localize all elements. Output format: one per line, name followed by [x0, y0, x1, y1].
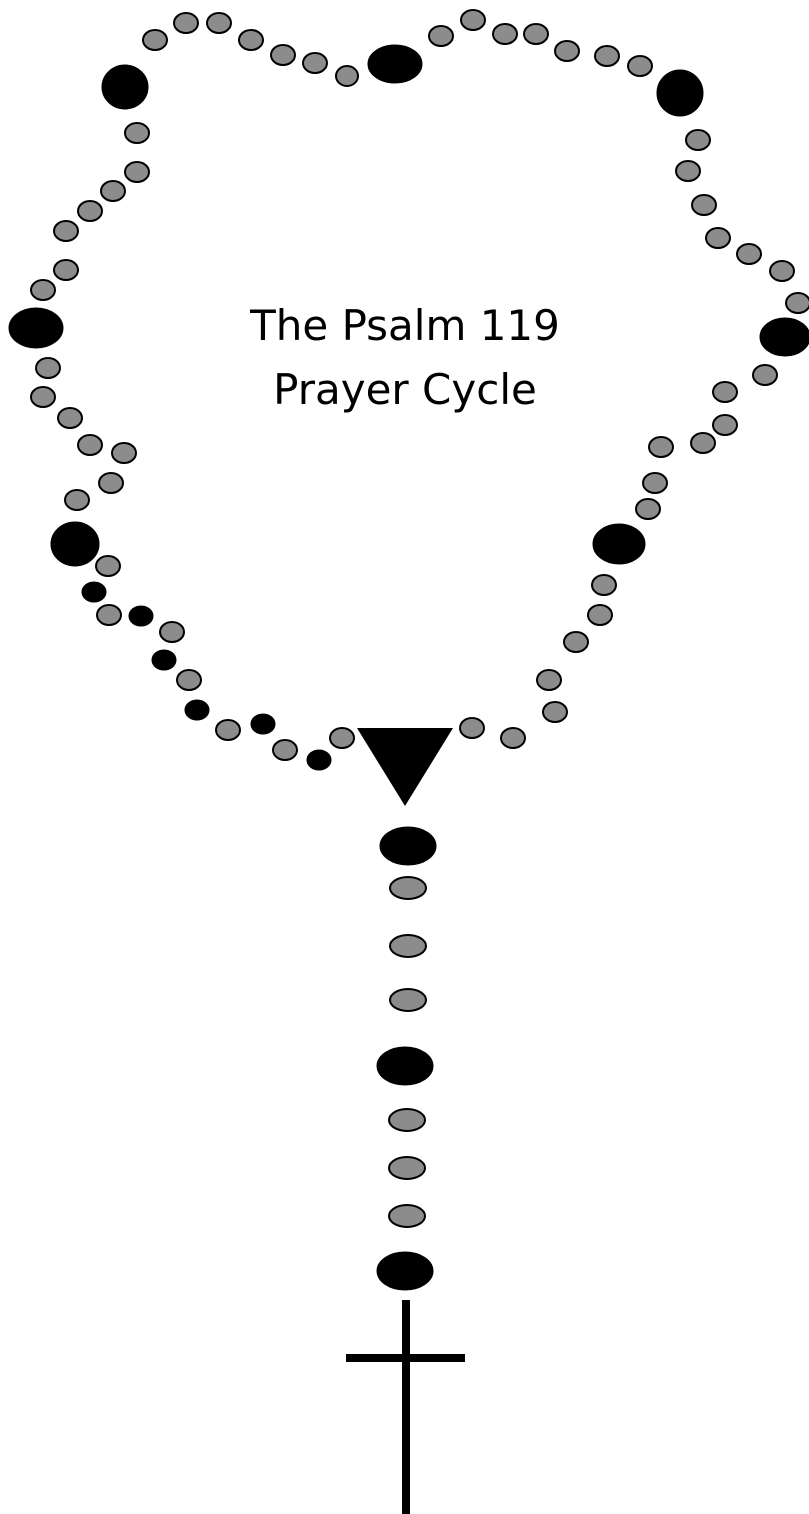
- loop-large-black-bead: [9, 308, 63, 348]
- diagram-title-line-2: Prayer Cycle: [273, 365, 537, 414]
- loop-gray-bead: [273, 740, 297, 760]
- loop-gray-bead: [564, 632, 588, 652]
- loop-gray-bead: [713, 382, 737, 402]
- loop-small-black-bead: [82, 582, 106, 602]
- loop-gray-bead: [65, 490, 89, 510]
- rosary-pendant: [377, 827, 436, 1290]
- loop-gray-bead: [595, 46, 619, 66]
- loop-gray-bead: [429, 26, 453, 46]
- loop-gray-bead: [636, 499, 660, 519]
- pendant-large-black-bead: [377, 1252, 433, 1290]
- loop-gray-bead: [524, 24, 548, 44]
- loop-gray-bead: [649, 437, 673, 457]
- loop-gray-bead: [31, 387, 55, 407]
- loop-gray-bead: [97, 605, 121, 625]
- loop-gray-bead: [537, 670, 561, 690]
- loop-gray-bead: [770, 261, 794, 281]
- loop-gray-bead: [501, 728, 525, 748]
- loop-large-black-bead: [102, 65, 148, 109]
- loop-gray-bead: [216, 720, 240, 740]
- loop-gray-bead: [239, 30, 263, 50]
- loop-gray-bead: [99, 473, 123, 493]
- loop-gray-bead: [271, 45, 295, 65]
- loop-gray-bead: [101, 181, 125, 201]
- loop-gray-bead: [36, 358, 60, 378]
- pendant-large-black-bead: [377, 1047, 433, 1085]
- loop-gray-bead: [330, 728, 354, 748]
- loop-gray-bead: [160, 622, 184, 642]
- loop-gray-bead: [555, 41, 579, 61]
- loop-gray-bead: [753, 365, 777, 385]
- loop-large-black-bead: [760, 318, 809, 356]
- pendant-large-black-bead: [380, 827, 436, 865]
- loop-gray-bead: [592, 575, 616, 595]
- pendant-gray-bead: [390, 989, 426, 1011]
- loop-gray-bead: [54, 221, 78, 241]
- loop-gray-bead: [112, 443, 136, 463]
- loop-gray-bead: [460, 718, 484, 738]
- loop-gray-bead: [493, 24, 517, 44]
- loop-gray-bead: [543, 702, 567, 722]
- crucifix-cross-icon: [346, 1300, 465, 1514]
- loop-gray-bead: [643, 473, 667, 493]
- loop-large-black-bead: [593, 524, 645, 564]
- loop-large-black-bead: [657, 70, 703, 116]
- loop-gray-bead: [713, 415, 737, 435]
- loop-large-black-bead: [51, 522, 99, 566]
- loop-gray-bead: [177, 670, 201, 690]
- pendant-gray-bead: [390, 877, 426, 899]
- loop-gray-bead: [143, 30, 167, 50]
- loop-gray-bead: [786, 293, 809, 313]
- loop-gray-bead: [125, 123, 149, 143]
- loop-gray-bead: [78, 201, 102, 221]
- pendant-gray-bead: [389, 1109, 425, 1131]
- loop-gray-bead: [692, 195, 716, 215]
- loop-gray-bead: [686, 130, 710, 150]
- loop-gray-bead: [588, 605, 612, 625]
- loop-gray-bead: [58, 408, 82, 428]
- loop-small-black-bead: [307, 750, 331, 770]
- loop-gray-bead: [691, 433, 715, 453]
- loop-small-black-bead: [251, 714, 275, 734]
- diagram-title-line-1: The Psalm 119: [249, 301, 560, 350]
- loop-gray-bead: [96, 556, 120, 576]
- loop-gray-bead: [461, 10, 485, 30]
- loop-gray-bead: [31, 280, 55, 300]
- loop-gray-bead: [676, 161, 700, 181]
- loop-small-black-bead: [185, 700, 209, 720]
- loop-small-black-bead: [152, 650, 176, 670]
- loop-gray-bead: [54, 260, 78, 280]
- loop-gray-bead: [174, 13, 198, 33]
- loop-gray-bead: [125, 162, 149, 182]
- pendant-gray-bead: [390, 935, 426, 957]
- loop-small-black-bead: [129, 606, 153, 626]
- loop-gray-bead: [78, 435, 102, 455]
- pendant-gray-bead: [389, 1157, 425, 1179]
- centerpiece-triangle-icon: [357, 728, 453, 806]
- loop-gray-bead: [303, 53, 327, 73]
- loop-large-black-bead: [368, 45, 422, 83]
- loop-gray-bead: [706, 228, 730, 248]
- loop-gray-bead: [336, 66, 358, 86]
- loop-gray-bead: [207, 13, 231, 33]
- loop-gray-bead: [737, 244, 761, 264]
- pendant-gray-bead: [389, 1205, 425, 1227]
- loop-gray-bead: [628, 56, 652, 76]
